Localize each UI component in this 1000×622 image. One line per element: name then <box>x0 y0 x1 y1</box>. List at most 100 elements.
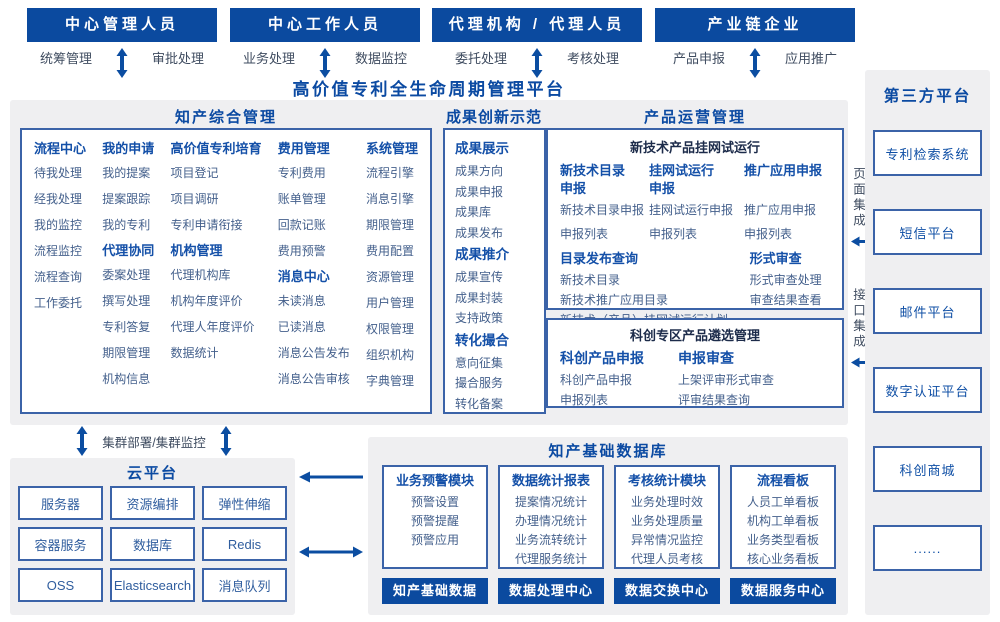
menu-item: 异常情况监控 <box>630 533 703 547</box>
module-box: 数据统计报表 提案情况统计办理情况统计业务流转统计代理服务统计 <box>498 465 604 569</box>
menu-item: 消息公告发布 <box>277 346 350 360</box>
menu-item: 形式审查处理 <box>749 273 822 287</box>
module-footer-bar: 知产基础数据 <box>382 578 488 604</box>
menu-item: 成果封装 <box>455 290 504 305</box>
duty-label: 审批处理 <box>152 51 205 66</box>
menu-item: 期限管理 <box>102 346 151 360</box>
menu-item: 流程引擎 <box>365 166 414 180</box>
duty-row-center-managers: 统筹管理 审批处理 <box>27 46 217 80</box>
menu-item: 工作委托 <box>34 296 83 310</box>
menu-item: 核心业务看板 <box>746 552 819 566</box>
api-integration-label: 接口集成 <box>851 288 865 350</box>
menu-item: 提案情况统计 <box>514 495 587 509</box>
menu-item: 挂网试运行申报 <box>649 203 734 217</box>
module-footer-bar: 数据服务中心 <box>730 578 836 604</box>
group-title: 挂网试运行申报 <box>649 163 715 196</box>
actor-bar-agencies: 代理机构 / 代理人员 <box>432 8 642 42</box>
section-title-ip-management: 知产综合管理 <box>174 109 277 126</box>
cluster-deploy-label: 集群部署/集群监控 <box>102 435 206 450</box>
menu-item: 申报列表 <box>560 393 609 407</box>
menu-item: 转化备案 <box>455 396 504 411</box>
group-items: 待我处理经我处理我的监控流程监控流程查询工作委托 <box>34 160 86 316</box>
menu-item: 业务类型看板 <box>746 533 819 547</box>
menu-item: 推广应用申报 <box>744 203 817 217</box>
menu-item: 消息引擎 <box>365 192 414 206</box>
menu-item: 提案跟踪 <box>102 192 151 206</box>
ip-management-menu: 流程中心 待我处理经我处理我的监控流程监控流程查询工作委托 我的申请 我的提案提… <box>22 130 430 402</box>
menu-item: 成果申报 <box>455 184 504 199</box>
menu-item: 已读消息 <box>277 320 326 334</box>
group-title: 消息中心 <box>277 269 330 284</box>
menu-column: 费用管理 专利费用账单管理回款记账费用预警 消息中心 未读消息已读消息消息公告发… <box>278 138 350 394</box>
menu-item: 机构工单看板 <box>746 514 819 528</box>
duty-label: 统筹管理 <box>39 51 92 66</box>
trial-operation-box: 新技术产品挂网试运行 新技术目录申报 新技术目录申报申报列表 挂网试运行申报 挂… <box>546 128 844 327</box>
group-items: 成果宣传成果封装支持政策 <box>455 267 544 329</box>
module-title: 数据统计报表 <box>511 473 590 488</box>
menu-item: 业务流转统计 <box>514 533 587 547</box>
module-items: 业务处理时效业务处理质量异常情况监控代理人员考核 <box>616 493 718 569</box>
menu-item: 意向征集 <box>455 355 504 370</box>
module-footer-bar: 数据处理中心 <box>498 578 604 604</box>
achievement-box: 成果展示 成果方向成果申报成果库成果发布 成果推介 成果宣传成果封装支持政策 转… <box>443 128 546 414</box>
menu-item: 委案处理 <box>102 268 151 282</box>
menu-item: 撮合服务 <box>455 376 504 390</box>
ip-management-box: 流程中心 待我处理经我处理我的监控流程监控流程查询工作委托 我的申请 我的提案提… <box>20 128 432 414</box>
achievement-group: 成果推介 成果宣传成果封装支持政策 <box>455 243 544 329</box>
menu-item: 字典管理 <box>365 374 414 388</box>
menu-item: 专利申请衔接 <box>170 218 243 232</box>
trial-column: 新技术目录申报 新技术目录申报申报列表 <box>560 162 648 246</box>
menu-item: 权限管理 <box>365 322 414 336</box>
group-items: 意向征集撮合服务转化备案 <box>455 353 544 415</box>
menu-item: 专利费用 <box>277 166 326 180</box>
database-module: 考核统计模块 业务处理时效业务处理质量异常情况监控代理人员考核 数据交换中心 <box>614 465 720 604</box>
duty-label: 应用推广 <box>785 51 838 66</box>
menu-item: 评审结果查询 <box>678 393 751 407</box>
group-title: 推广应用申报 <box>744 163 823 178</box>
cloud-service-box: 服务器 <box>18 486 103 520</box>
menu-item: 流程查询 <box>34 270 83 284</box>
third-party-box: 科创商城 <box>873 446 982 492</box>
duty-row-agencies: 委托处理 考核处理 <box>432 46 642 80</box>
database-modules: 业务预警模块 预警设置预警提醒预警应用 知产基础数据 数据统计报表 提案情况统计… <box>382 465 836 604</box>
group-title: 科创产品申报 <box>560 350 644 366</box>
menu-item: 费用预警 <box>277 244 326 258</box>
up-down-arrow-icon <box>76 426 88 456</box>
third-party-box: 短信平台 <box>873 209 982 255</box>
duty-label: 产品申报 <box>672 51 725 66</box>
group-items: 未读消息已读消息消息公告发布消息公告审核 <box>278 288 350 392</box>
third-party-panel: 第三方平台 专利检索系统短信平台邮件平台数字认证平台科创商城...... <box>865 70 990 615</box>
third-party-title: 第三方平台 <box>883 88 972 105</box>
database-module: 数据统计报表 提案情况统计办理情况统计业务流转统计代理服务统计 数据处理中心 <box>498 465 604 604</box>
group-items: 委案处理撰写处理专利答复期限管理机构信息 <box>102 262 154 392</box>
group-title: 新技术目录申报 <box>560 163 626 196</box>
menu-item: 代理人员考核 <box>630 552 703 566</box>
group-title: 目录发布查询 <box>560 251 639 266</box>
menu-item: 流程监控 <box>34 244 83 258</box>
group-title: 机构管理 <box>170 243 223 258</box>
menu-item: 期限管理 <box>365 218 414 232</box>
menu-item: 消息公告审核 <box>277 372 350 386</box>
section-title-achievement: 成果创新示范 <box>445 109 542 126</box>
group-title: 费用管理 <box>277 141 330 156</box>
group-items: 挂网试运行申报申报列表 <box>649 198 743 246</box>
achievement-groups: 成果展示 成果方向成果申报成果库成果发布 成果推介 成果宣传成果封装支持政策 转… <box>445 130 544 414</box>
cloud-service-box: 容器服务 <box>18 527 103 561</box>
module-box: 流程看板 人员工单看板机构工单看板业务类型看板核心业务看板 <box>730 465 836 569</box>
menu-item: 账单管理 <box>277 192 326 206</box>
actor-bar-center-managers: 中心管理人员 <box>27 8 217 42</box>
menu-item: 项目登记 <box>170 166 219 180</box>
menu-item: 上架评审形式审查 <box>678 373 775 387</box>
menu-item: 新技术目录 <box>560 273 621 287</box>
up-down-arrow-icon <box>749 48 761 78</box>
up-down-arrow-icon <box>220 426 232 456</box>
cloud-platform-title: 云平台 <box>126 465 178 482</box>
menu-item: 申报列表 <box>560 227 609 241</box>
group-title: 高价值专利培育 <box>170 141 262 156</box>
menu-item: 项目调研 <box>170 192 219 206</box>
module-title: 业务预警模块 <box>395 473 474 488</box>
cloud-service-box: Redis <box>202 527 287 561</box>
module-items: 预警设置预警提醒预警应用 <box>384 493 486 550</box>
actor-bar-center-staff: 中心工作人员 <box>230 8 420 42</box>
